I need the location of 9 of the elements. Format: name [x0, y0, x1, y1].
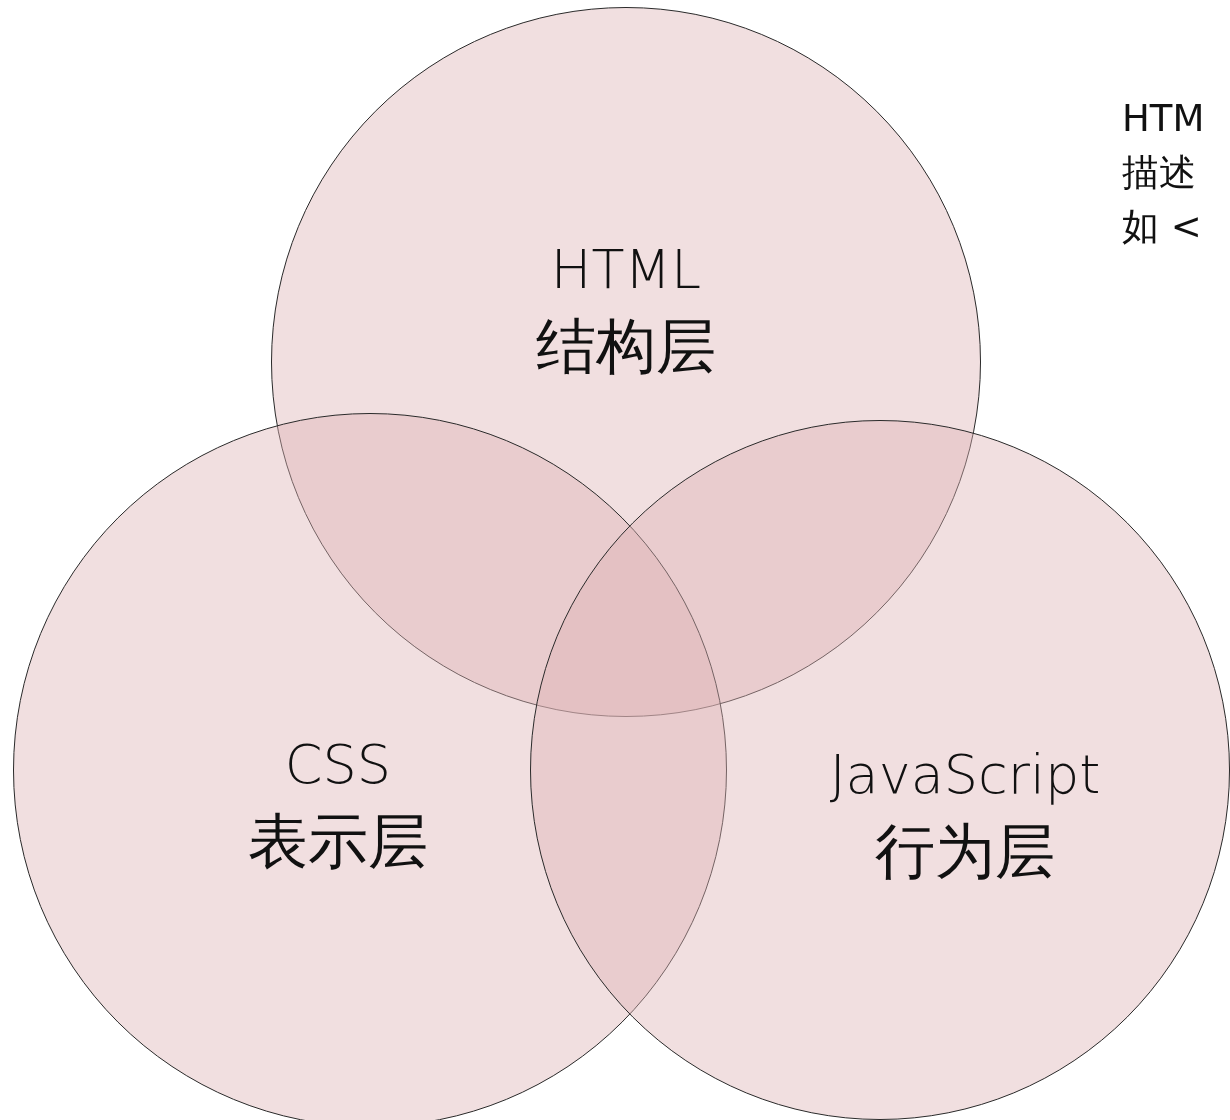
note-text: 如 < — [1122, 204, 1203, 250]
circle-subtitle: 行为层 — [875, 818, 1055, 885]
circle-title: HTML — [550, 240, 702, 300]
circle-subtitle: 表示层 — [248, 808, 428, 875]
note-text: HTM — [1122, 96, 1205, 142]
circle-title: CSS — [284, 735, 392, 795]
note-text: 描述 — [1122, 150, 1197, 196]
circle-subtitle: 结构层 — [536, 313, 716, 380]
circle-title: JavaScript — [829, 745, 1101, 805]
